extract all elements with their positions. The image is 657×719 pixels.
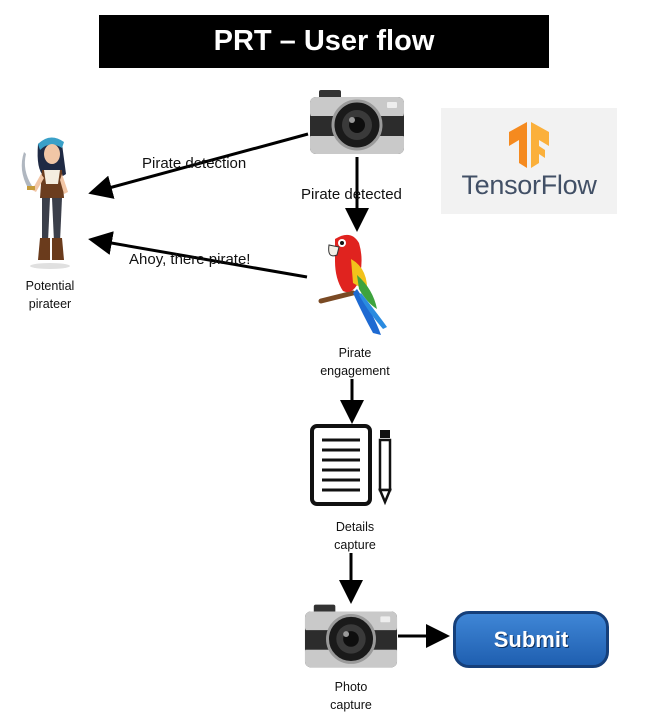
pirate-icon	[21, 137, 70, 269]
parrot-icon	[318, 234, 387, 335]
pencil-icon	[378, 430, 392, 506]
tensorflow-icon	[509, 121, 549, 168]
edge-label-pirate-detected: Pirate detected	[301, 186, 402, 203]
node-label-photo-capture: Photo capture	[330, 680, 372, 712]
camera-icon	[310, 90, 404, 154]
title-banner: PRT – User flow	[99, 15, 549, 68]
node-label-potential-pirateer: Potential pirateer	[25, 279, 75, 311]
node-label-pirate-engagement: Pirate engagement	[320, 346, 390, 378]
tensorflow-wordmark: TensorFlow	[461, 169, 597, 200]
document-icon	[310, 424, 392, 506]
submit-button[interactable]: Submit	[453, 611, 609, 668]
photo-camera-icon	[304, 604, 398, 668]
edge-label-ahoy: Ahoy, there pirate!	[129, 251, 251, 268]
arrow-parrot-to-pirate	[88, 231, 308, 279]
node-label-details-capture: Details capture	[334, 520, 376, 552]
edge-label-pirate-detection: Pirate detection	[142, 155, 247, 172]
tensorflow-logo: TensorFlow	[441, 108, 617, 214]
diagram-title: PRT – User flow	[213, 25, 435, 57]
arrow-camera-to-pirate	[88, 132, 309, 199]
submit-button-label: Submit	[493, 626, 569, 652]
